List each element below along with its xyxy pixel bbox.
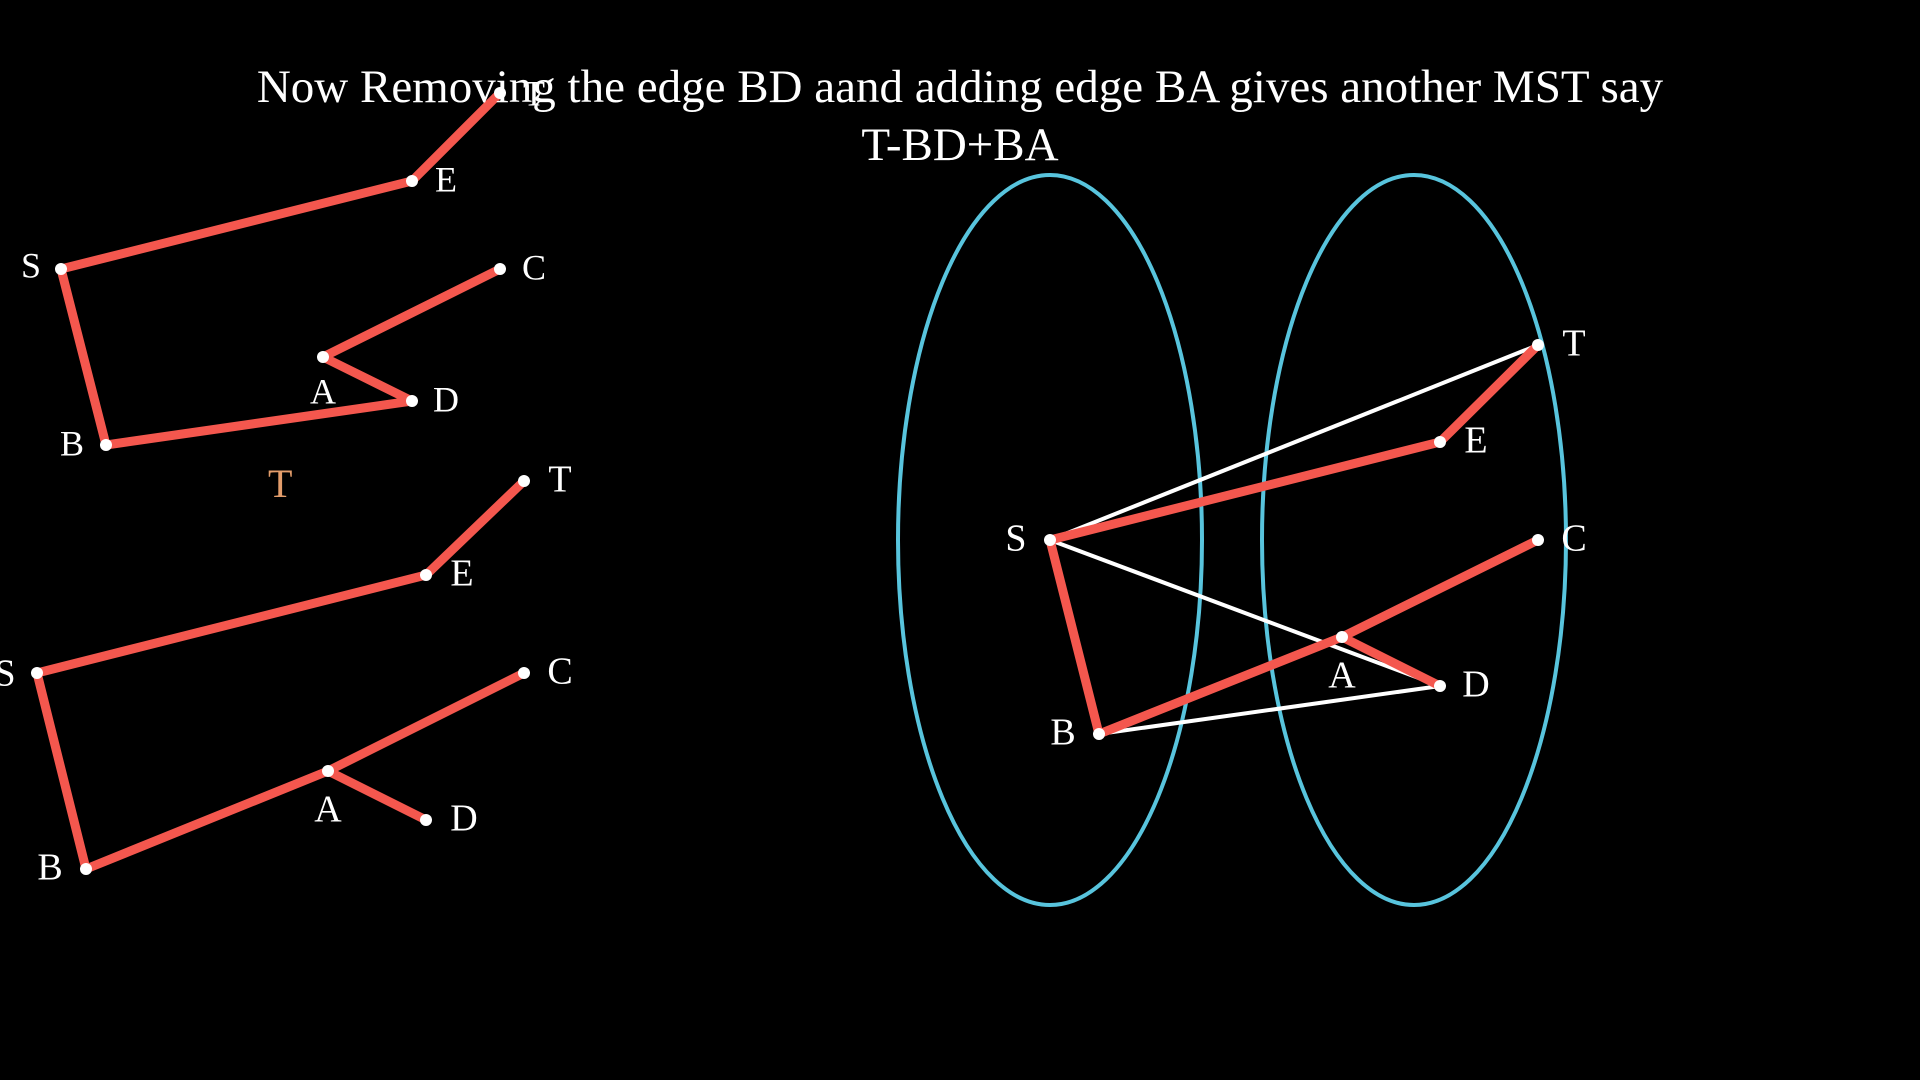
node-label-t: T: [548, 459, 571, 501]
node-t: [518, 475, 530, 487]
node-label-a: A: [310, 371, 336, 411]
node-label-t: T: [523, 73, 545, 113]
graph-edge-sd: [1048, 538, 1442, 688]
node-label-b: B: [37, 847, 62, 889]
node-s: [31, 667, 43, 679]
tree-t-edge-et: [407, 88, 505, 186]
graph-cut-view: S B A D C E T: [896, 173, 1587, 907]
node-a: [1336, 631, 1348, 643]
node-label-e: E: [435, 159, 457, 199]
node-c: [518, 667, 530, 679]
node-s: [1044, 534, 1056, 546]
partition-left-ellipse: [896, 173, 1204, 907]
node-d: [1434, 680, 1446, 692]
graph-mst-edge-sb: [1045, 535, 1104, 739]
tree-new-edge-sb: [32, 668, 91, 874]
tree-t-edge-da: [318, 352, 417, 406]
node-a: [317, 351, 329, 363]
node-label-s: S: [21, 245, 41, 285]
node-label-s: S: [1005, 518, 1026, 560]
node-b: [80, 863, 92, 875]
node-c: [1532, 534, 1544, 546]
node-label-a: A: [314, 789, 342, 831]
graph-mst-edge-ba: [1094, 632, 1347, 739]
node-b: [100, 439, 112, 451]
node-label-c: C: [547, 651, 572, 693]
node-label-d: D: [1462, 664, 1489, 706]
node-label-e: E: [450, 553, 473, 595]
graph-mst-edge-ad: [1337, 632, 1445, 691]
node-c: [494, 263, 506, 275]
node-label-b: B: [1050, 712, 1075, 754]
tree-new-edge-ac: [323, 668, 529, 776]
tree-t-edge-bd: [101, 396, 417, 450]
node-label-c: C: [522, 247, 546, 287]
caption-line-2: T-BD+BA: [861, 119, 1059, 171]
node-a: [322, 765, 334, 777]
graph-edge-bd: [1097, 684, 1442, 736]
node-e: [1434, 436, 1446, 448]
tree-T-label: T: [268, 461, 293, 506]
tree-new-edge-et: [421, 476, 529, 580]
node-b: [1093, 728, 1105, 740]
node-label-a: A: [1328, 655, 1356, 697]
node-label-b: B: [60, 423, 84, 463]
tree-t-edge-sb: [56, 264, 111, 450]
graph-mst-edge-se: [1045, 437, 1445, 545]
tree-T-minus-BD-plus-BA: S B A D C E T: [0, 459, 573, 889]
tree-new-edge-ad: [323, 766, 431, 825]
node-e: [420, 569, 432, 581]
node-t: [1532, 339, 1544, 351]
node-label-s: S: [0, 653, 16, 695]
graph-mst-edge-ac: [1337, 535, 1543, 642]
node-d: [406, 395, 418, 407]
node-d: [420, 814, 432, 826]
tree-T: S B A D C E T: [21, 73, 546, 463]
caption-line-1: Now Removing the edge BD aand adding edg…: [256, 61, 1664, 113]
tree-new-edge-ba: [81, 766, 333, 874]
node-label-c: C: [1561, 518, 1586, 560]
node-label-d: D: [433, 379, 459, 419]
node-t: [494, 87, 506, 99]
tree-t-edge-ac: [318, 264, 505, 362]
tree-t-edge-se: [56, 176, 417, 274]
graph-edge-st: [1048, 343, 1540, 542]
node-s: [55, 263, 67, 275]
tree-new-edge-se: [32, 570, 431, 678]
node-label-d: D: [450, 798, 477, 840]
node-e: [406, 175, 418, 187]
graph-mst-edge-et: [1435, 340, 1543, 447]
node-label-e: E: [1464, 420, 1487, 462]
partition-right-ellipse: [1260, 173, 1568, 907]
node-label-t: T: [1562, 323, 1585, 365]
